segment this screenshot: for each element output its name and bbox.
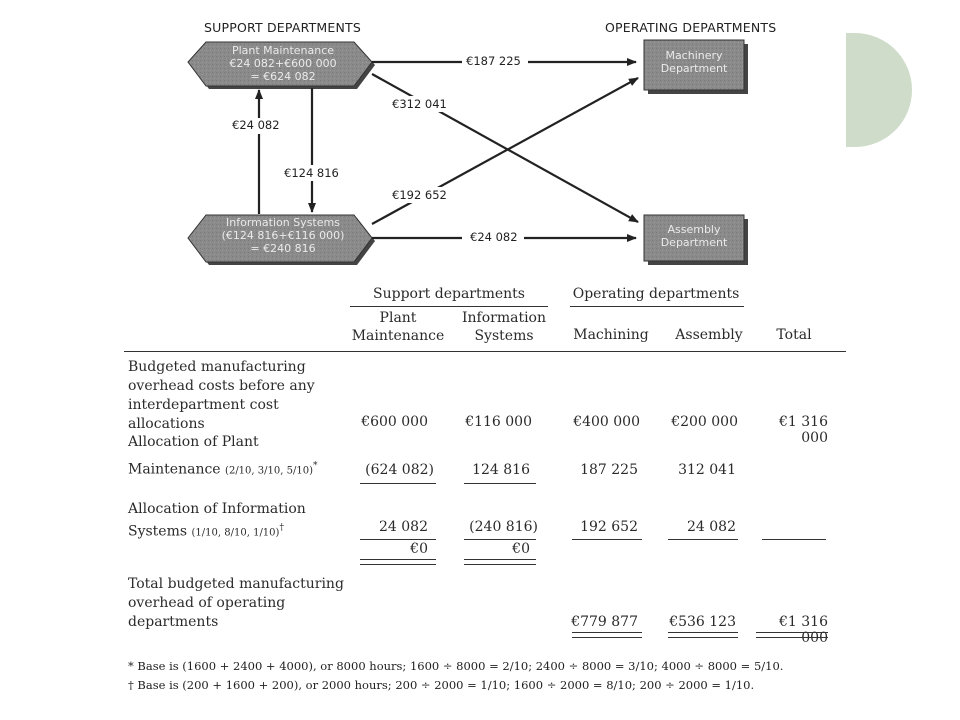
allocation-diagram [187,39,748,265]
cell-r3-plant: 24 082 [379,519,428,535]
support-departments-group: Support departments [373,286,525,302]
cell-r2-assembly: 312 041 [678,462,736,478]
cell-r2-info: 124 816 [472,462,530,478]
cell-r4-machining: €779 877 [571,614,638,630]
decorative-circle [846,33,912,147]
cell-r4-assembly: €536 123 [669,614,736,630]
operating-departments-group: Operating departments [572,286,740,302]
cell-r1-plant: €600 000 [361,414,428,430]
information-systems-label: Information Systems(€124 816+€116 000)= … [221,216,345,255]
footnote-2: † Base is (200 + 1600 + 200), or 2000 ho… [128,678,755,692]
cell-r3-assembly: 24 082 [687,519,736,535]
row-alloc-is-label: Allocation of Information Systems (1/10,… [128,501,306,540]
cell-r2-plant: (624 082) [365,462,434,478]
cell-r1-assembly: €200 000 [671,414,738,430]
plant-maintenance-label: Plant Maintenance€24 082+€600 000= €624 … [229,44,337,83]
footnote-1: * Base is (1600 + 2400 + 4000), or 8000 … [128,659,784,673]
col-machining: Machining [573,327,649,343]
cell-r2-machining: 187 225 [580,462,638,478]
amount-is-machinery: €192 652 [392,188,447,202]
support-departments-header: SUPPORT DEPARTMENTS [204,20,362,35]
amount-is-assembly: €24 082 [470,230,518,244]
operating-departments-header: OPERATING DEPARTMENTS [605,20,777,35]
cell-r3-plant-balance: €0 [410,541,428,557]
cell-r1-info: €116 000 [465,414,532,430]
cell-r3-info-balance: €0 [512,541,530,557]
cell-r3-machining: 192 652 [580,519,638,535]
amount-pm-machinery: €187 225 [466,54,521,68]
amount-is-pm: €24 082 [232,118,280,132]
col-total: Total [776,327,812,343]
cell-r1-total: €1 316 000 [779,414,828,446]
amount-pm-is: €124 816 [284,166,339,180]
cell-r4-total: €1 316 000 [779,614,828,646]
amount-pm-assembly: €312 041 [392,97,447,111]
row-alloc-plant-label: Allocation of Plant [128,434,259,450]
cell-r1-machining: €400 000 [573,414,640,430]
row-alloc-plant-label-2: Maintenance (2/10, 3/10, 5/10)* [128,461,318,478]
col-assembly: Assembly [675,327,743,343]
cell-r3-info: (240 816) [469,519,538,535]
